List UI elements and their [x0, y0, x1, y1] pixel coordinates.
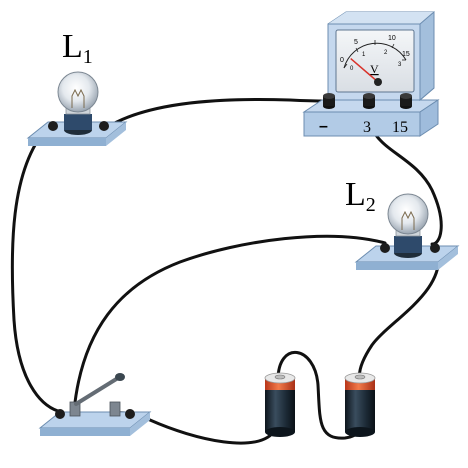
voltmeter-scale-bottom-2: 2	[384, 50, 388, 56]
voltmeter-terminal-minus	[323, 93, 335, 109]
bulb-l1-terminal-left	[48, 121, 58, 131]
bulb-l2-label: L2	[345, 176, 376, 216]
voltmeter-pivot	[374, 78, 382, 86]
voltmeter-scale-bottom-3: 3	[398, 62, 402, 68]
voltmeter-label-3: 3	[363, 119, 371, 136]
switch-blade-post	[69, 401, 81, 417]
wire-l2-to-battery	[358, 244, 441, 382]
battery-right	[344, 372, 376, 437]
voltmeter-scale-top-15: 15	[402, 51, 410, 58]
battery-left	[264, 372, 296, 437]
bulb-l2-glass	[387, 193, 429, 235]
bulb-l1-filament	[71, 88, 85, 108]
bulb-l1-terminal-right	[99, 121, 109, 131]
voltmeter-terminal-3	[363, 93, 375, 109]
switch-terminal-right	[125, 409, 135, 419]
bulb-l1-label: L1	[62, 28, 93, 68]
voltmeter: 0 5 10 15 0 1 2 3 V – 3 15	[302, 10, 440, 137]
voltmeter-unit-label: V	[370, 62, 379, 76]
voltmeter-terminal-15	[400, 93, 412, 109]
wire-l2-to-switch	[72, 234, 387, 413]
bulb-l2-filament	[401, 210, 415, 230]
wire-l1-to-voltmeter	[104, 97, 330, 130]
bulb-l1: L1	[26, 28, 128, 146]
battery-right-terminal	[354, 374, 366, 380]
voltmeter-scale-top-5: 5	[354, 39, 358, 46]
voltmeter-dial	[335, 29, 415, 93]
voltmeter-label-15: 15	[392, 119, 408, 136]
voltmeter-scale-top-0: 0	[340, 57, 344, 64]
wire-l1-to-switch	[10, 126, 60, 413]
bulb-l2-terminal-left	[380, 243, 390, 253]
voltmeter-label-minus: –	[319, 118, 328, 135]
battery-right-body	[345, 388, 375, 432]
wire-battery-link	[276, 350, 359, 440]
voltmeter-needle	[350, 58, 379, 83]
voltmeter-scale-bottom-1: 1	[362, 52, 366, 58]
bulb-l2-terminal-right	[430, 243, 440, 253]
bulb-l2: L2	[345, 176, 460, 270]
switch-lever	[74, 376, 120, 406]
battery-left-body	[265, 388, 295, 432]
wires	[10, 97, 443, 445]
switch-lever-handle	[115, 373, 125, 381]
battery-left-terminal	[274, 374, 286, 380]
switch-contact	[109, 401, 121, 417]
switch	[38, 373, 152, 436]
voltmeter-scale-top-10: 10	[388, 35, 396, 42]
switch-terminal-left	[55, 409, 65, 419]
voltmeter-scale-arc	[343, 42, 407, 69]
voltmeter-scale-bottom-0: 0	[350, 66, 354, 72]
bulb-l1-glass	[57, 71, 99, 113]
voltmeter-ticks	[343, 40, 406, 69]
